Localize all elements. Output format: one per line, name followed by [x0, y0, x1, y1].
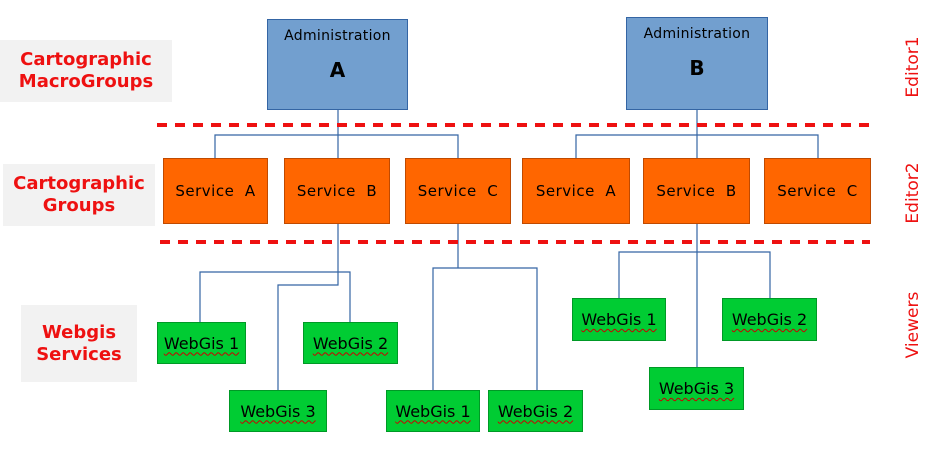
webgis-box[interactable]: WebGis 2 — [303, 322, 398, 364]
service-label: Service A — [175, 182, 256, 200]
service-box[interactable]: Service C — [405, 158, 511, 224]
webgis-label: WebGis 3 — [240, 401, 316, 421]
webgis-label: WebGis 2 — [312, 333, 389, 353]
webgis-label: WebGis 1 — [395, 401, 471, 421]
administration-a-box[interactable]: Administration A — [267, 19, 408, 110]
service-box[interactable]: Service B — [284, 158, 390, 224]
service-label: Service B — [656, 182, 737, 200]
row-label-line: Cartographic — [13, 173, 145, 194]
webgis-box[interactable]: WebGis 3 — [229, 390, 327, 432]
role-label-viewers: Viewers — [903, 291, 923, 359]
row-label-line: Groups — [42, 195, 116, 216]
connector-line — [199, 271, 351, 322]
webgis-label: WebGis 2 — [731, 310, 808, 329]
connector-line — [432, 267, 538, 390]
service-box[interactable]: Service A — [522, 158, 630, 224]
row-label-services: Webgis Services — [21, 305, 137, 382]
webgis-box[interactable]: WebGis 1 — [386, 390, 480, 432]
role-label-editor1: Editor1 — [903, 36, 923, 98]
webgis-box[interactable]: WebGis 3 — [649, 367, 744, 410]
row-label-groups: Cartographic Groups — [3, 164, 155, 226]
row-label-line: MacroGroups — [18, 71, 154, 92]
administration-letter: A — [329, 58, 346, 82]
service-box[interactable]: Service C — [764, 158, 871, 224]
service-label: Service B — [296, 182, 378, 200]
service-box[interactable]: Service A — [163, 158, 268, 224]
administration-b-box[interactable]: Administration B — [626, 17, 768, 110]
connector-line — [277, 272, 339, 390]
administration-title: Administration — [284, 28, 391, 44]
administration-title: Administration — [643, 26, 751, 42]
row-label-line: Services — [36, 343, 122, 365]
administration-letter: B — [689, 56, 705, 80]
connector-line — [575, 134, 819, 158]
connector-line — [618, 251, 771, 298]
service-box[interactable]: Service B — [643, 158, 750, 224]
webgis-box[interactable]: WebGis 1 — [157, 322, 246, 364]
webgis-box[interactable]: WebGis 2 — [488, 390, 583, 432]
row-label-line: Webgis — [41, 321, 117, 343]
connector-line — [214, 134, 459, 158]
row-label-macrogroups: Cartographic MacroGroups — [0, 40, 172, 102]
webgis-label: WebGis 1 — [163, 333, 240, 353]
webgis-box[interactable]: WebGis 1 — [572, 298, 666, 341]
service-label: Service A — [535, 182, 617, 200]
row-label-line: Cartographic — [20, 49, 152, 70]
webgis-label: WebGis 2 — [497, 401, 574, 421]
service-label: Service C — [417, 182, 499, 200]
webgis-label: WebGis 1 — [581, 310, 657, 329]
service-label: Service C — [777, 182, 858, 200]
webgis-label: WebGis 3 — [658, 379, 735, 398]
role-label-editor2: Editor2 — [903, 162, 923, 224]
webgis-box[interactable]: WebGis 2 — [722, 298, 817, 341]
